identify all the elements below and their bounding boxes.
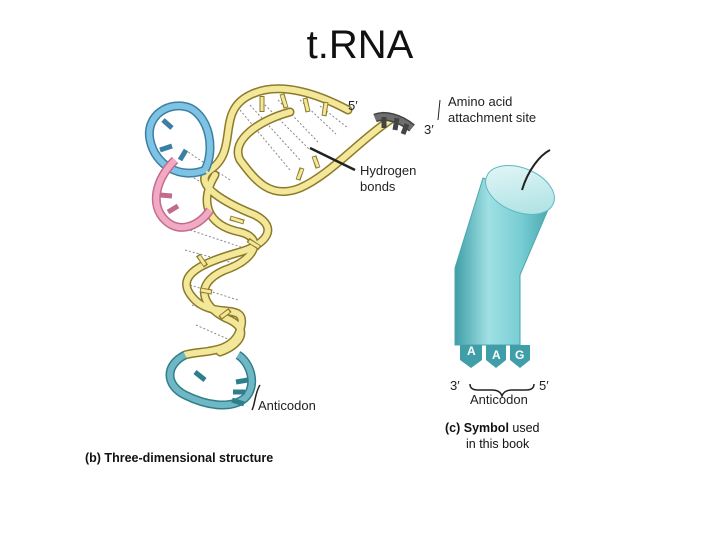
hydrogen-bonds-leader <box>309 146 356 172</box>
label-3prime: 3′ <box>424 122 434 137</box>
caption-symbol-line2: in this book <box>466 437 530 451</box>
trna-symbol-cylinder <box>454 149 555 399</box>
caption-symbol-line1: (c) Symbol used <box>445 420 540 436</box>
symbol-3prime: 3′ <box>450 378 460 393</box>
hydrogen-bonds-label-line1: Hydrogen <box>360 163 417 178</box>
amino-acid-label-line1: Amino acid <box>448 94 513 109</box>
caption-3d-structure: (b) Three-dimensional structure <box>85 451 274 465</box>
anticodon-loop <box>165 350 257 410</box>
anticodon-label: Anticodon <box>258 398 316 413</box>
amino-acid-label-line2: attachment site <box>448 110 537 125</box>
label-5prime: 5′ <box>348 98 358 113</box>
hydrogen-bonds-label-line2: bonds <box>360 179 396 194</box>
blue-loop <box>144 101 215 178</box>
page-title: t.RNA <box>306 23 414 67</box>
caption-symbol-prefix: (c) <box>445 421 461 435</box>
pink-loop <box>151 156 214 232</box>
symbol-base-2: A <box>492 348 501 362</box>
symbol-5prime: 5′ <box>539 378 549 393</box>
anticodon-bracket <box>251 384 261 411</box>
yellow-backbone-fill <box>182 85 393 358</box>
acceptor-end <box>373 111 415 135</box>
caption-symbol-rest1: used <box>512 421 540 435</box>
caption-symbol-bold: Symbol <box>463 421 509 435</box>
symbol-anticodon-label: Anticodon <box>470 392 528 407</box>
symbol-base-1: A <box>467 344 476 358</box>
symbol-base-3: G <box>515 348 525 362</box>
amino-acid-leader <box>437 99 441 121</box>
